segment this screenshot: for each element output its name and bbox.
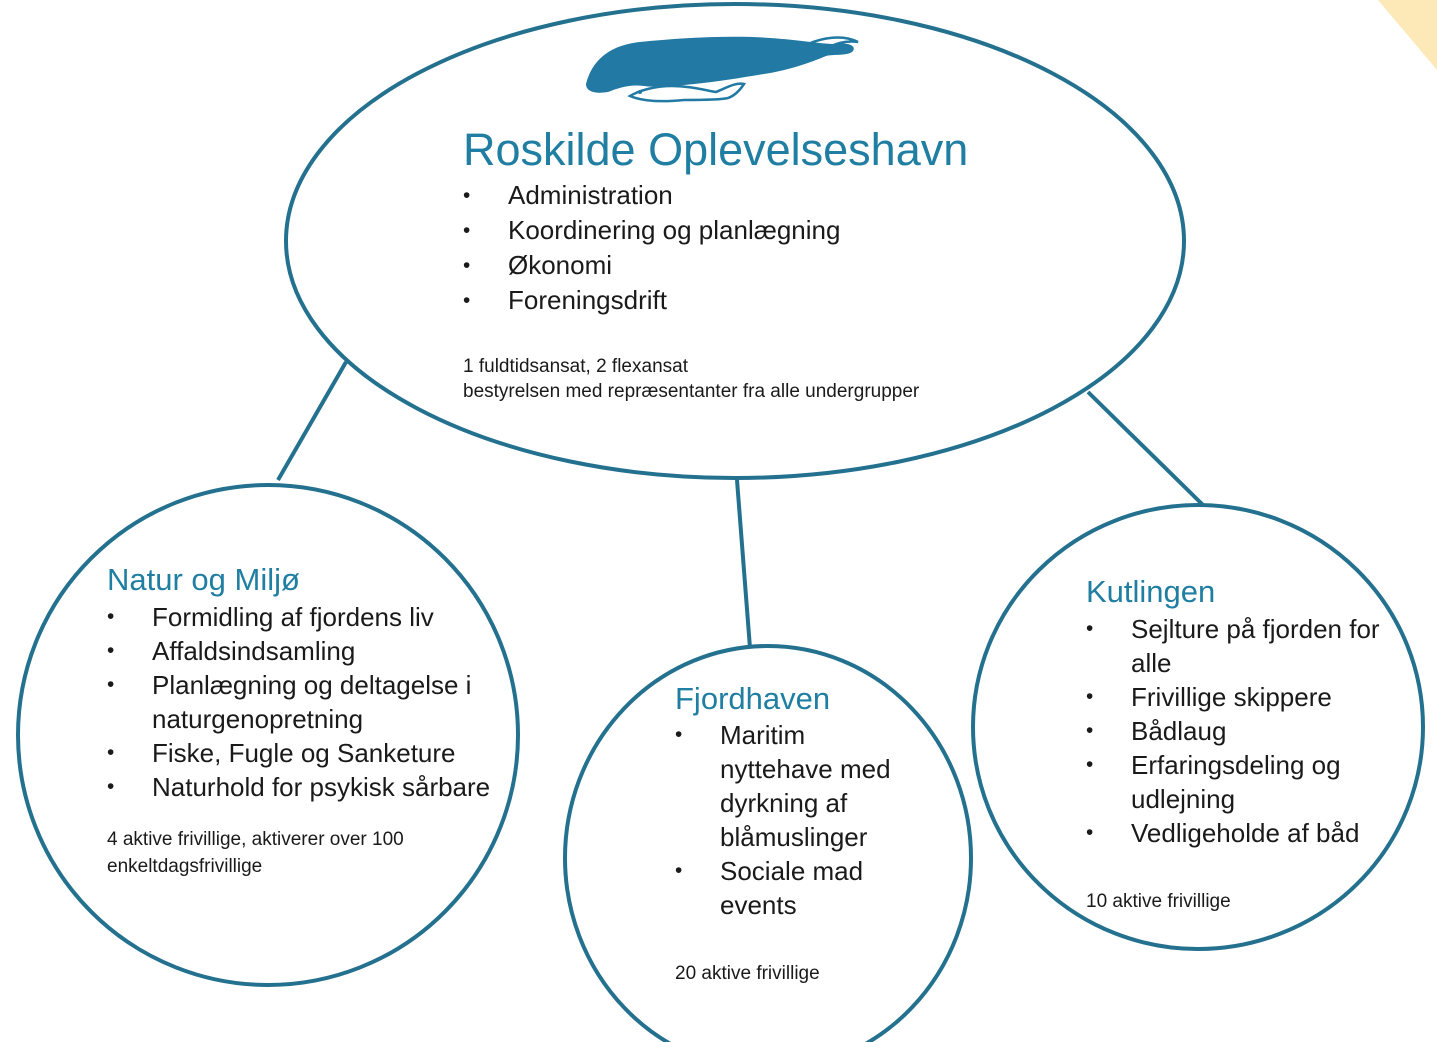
natur-node: Natur og Miljø Formidling af fjordens li…: [107, 560, 527, 880]
kutlingen-node-title: Kutlingen: [1086, 574, 1216, 609]
list-item: Maritim nyttehave med dyrkning af blåmus…: [675, 718, 925, 854]
list-item: Økonomi: [463, 248, 1053, 283]
main-node-note: 1 fuldtidsansat, 2 flexansat bestyrelsen…: [463, 356, 920, 402]
kutlingen-node-list: Sejlture på fjorden for alle Frivillige …: [1086, 612, 1386, 850]
list-item: Koordinering og planlægning: [463, 213, 1053, 248]
list-item: Formidling af fjordens liv: [107, 600, 527, 634]
list-item: Administration: [463, 178, 1053, 213]
connectors: [276, 361, 1205, 649]
connector-natur: [276, 361, 348, 481]
fjordhaven-node: Fjordhaven Maritim nyttehave med dyrknin…: [675, 680, 925, 987]
list-item: Fiske, Fugle og Sanketure: [107, 736, 527, 770]
list-item: Affaldsindsamling: [107, 634, 527, 668]
main-node: Roskilde Oplevelseshavn Administration K…: [463, 122, 1053, 404]
natur-node-list: Formidling af fjordens liv Affaldsindsam…: [107, 600, 527, 804]
list-item: Foreningsdrift: [463, 283, 1053, 318]
fjordhaven-node-list: Maritim nyttehave med dyrkning af blåmus…: [675, 718, 925, 922]
fjordhaven-node-note: 20 aktive frivillige: [675, 963, 820, 984]
main-node-title: Roskilde Oplevelseshavn: [463, 124, 969, 175]
corner-accent: [1378, 0, 1437, 70]
list-item: Frivillige skippere: [1086, 680, 1386, 714]
natur-node-note: 4 aktive frivillige, aktiverer over 100 …: [107, 829, 404, 877]
natur-node-title: Natur og Miljø: [107, 562, 300, 597]
list-item: Erfaringsdeling og udlejning: [1086, 748, 1386, 816]
list-item: Sociale mad events: [675, 854, 925, 922]
kutlingen-node: Kutlingen Sejlture på fjorden for alle F…: [1086, 572, 1386, 915]
connector-kutlingen: [1086, 390, 1205, 507]
list-item: Bådlaug: [1086, 714, 1386, 748]
list-item: Sejlture på fjorden for alle: [1086, 612, 1386, 680]
list-item: Planlægning og deltagelse i naturgenopre…: [107, 668, 527, 736]
list-item: Naturhold for psykisk sårbare: [107, 770, 527, 804]
main-node-list: Administration Koordinering og planlægni…: [463, 178, 1053, 318]
kutlingen-node-note: 10 aktive frivillige: [1086, 891, 1231, 912]
connector-fjordhaven: [735, 479, 752, 649]
seal-and-fish-logo-icon: [586, 36, 859, 103]
fjordhaven-node-title: Fjordhaven: [675, 681, 831, 716]
list-item: Vedligeholde af båd: [1086, 816, 1386, 850]
